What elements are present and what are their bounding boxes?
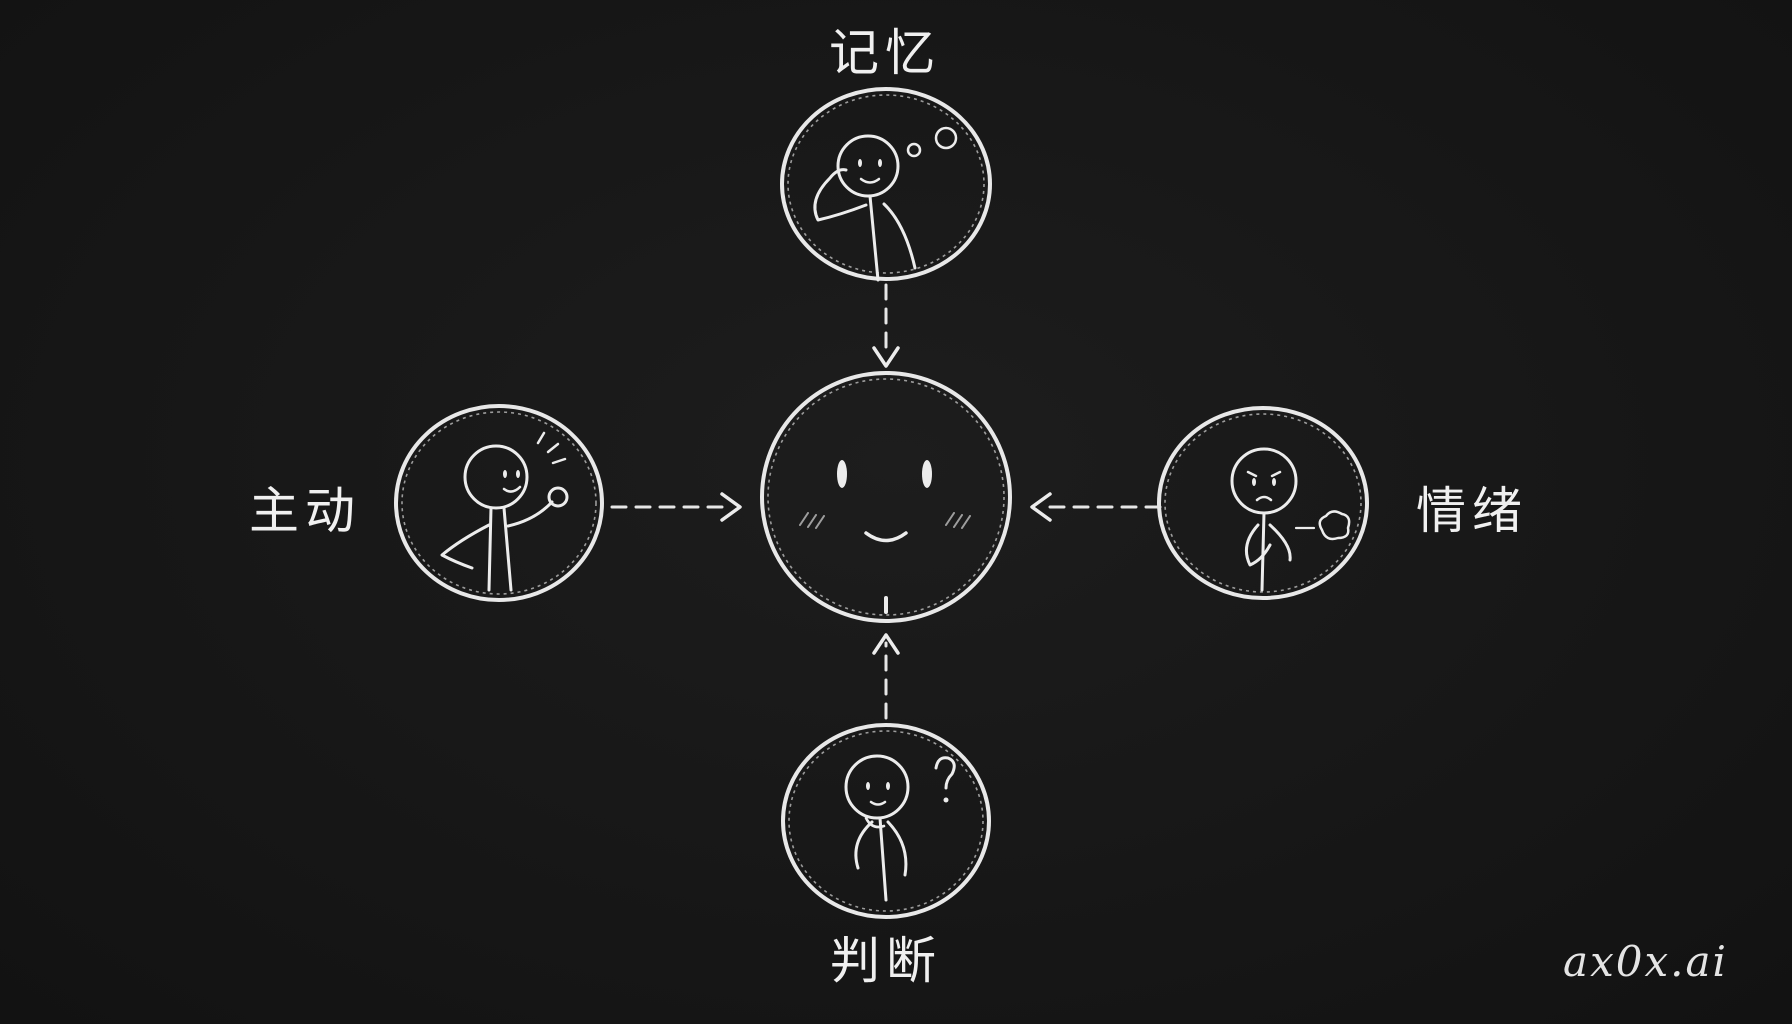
thinking-stick-figure-icon <box>813 126 958 282</box>
emotion-node: 情绪 <box>1030 406 1528 600</box>
questioning-stick-figure-icon <box>844 754 956 902</box>
memory-node: 记忆 <box>780 24 992 368</box>
smiley-face-icon <box>799 460 971 543</box>
judgment-label: 判断 <box>830 932 942 990</box>
initiative-label: 主动 <box>249 482 361 540</box>
center-face-node <box>760 371 1012 623</box>
initiative-node: 主动 <box>249 404 742 602</box>
memory-label: 记忆 <box>829 24 941 82</box>
center-circle <box>760 371 1012 623</box>
sighing-stick-figure-icon <box>1230 447 1351 592</box>
watermark: ax0x.ai <box>1563 937 1728 986</box>
left-blush <box>799 512 825 529</box>
right-blush <box>945 512 971 529</box>
judgment-node: 判断 <box>781 633 991 990</box>
waving-stick-figure-icon <box>440 431 569 592</box>
emotion-label: 情绪 <box>1416 482 1528 540</box>
